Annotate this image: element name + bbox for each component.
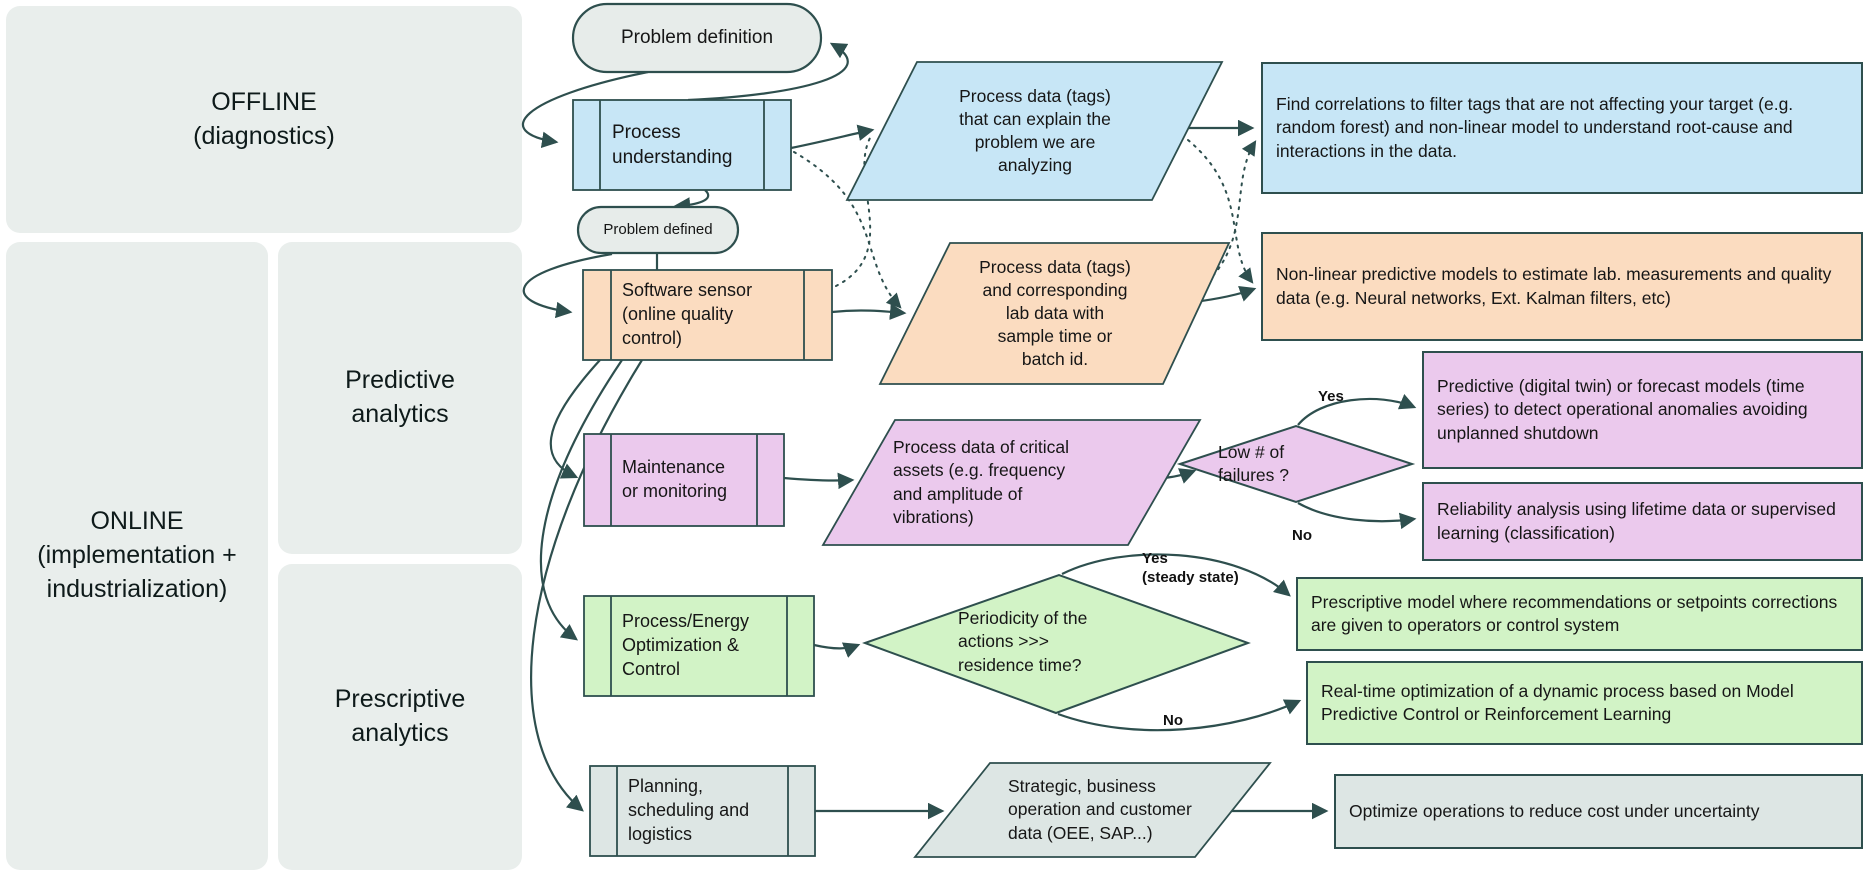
- blue-data-parallelogram: [845, 61, 1224, 201]
- blue-output-rect: [1261, 62, 1863, 194]
- green-no-output-rect: [1306, 661, 1863, 745]
- purple-data-parallelogram: [821, 419, 1202, 546]
- periodicity-no-label: No: [1163, 712, 1183, 729]
- failures-decision-label: Low # of failures ?: [1218, 441, 1290, 485]
- failures-yes-label: Yes: [1318, 388, 1344, 405]
- green-yes-output-rect: [1296, 577, 1863, 651]
- connector-problemdefined-to-softwaresensor: [522, 252, 613, 319]
- failures-decision-diamond: [1176, 424, 1416, 504]
- connector-problemdef-to-processunderstanding: [522, 70, 649, 148]
- connector-dotted-blue-data-to-orange-output: [1187, 139, 1254, 284]
- maintenance-shape: [583, 433, 785, 527]
- connector-maintenance-to-purple-data: [783, 472, 855, 490]
- panel-predictive-analytics: Predictive analytics: [278, 242, 522, 554]
- planning-shape: [589, 765, 816, 857]
- purple-yes-output-label: Predictive (digital twin) or forecast mo…: [1437, 376, 1808, 443]
- software-sensor-shape: [582, 269, 833, 361]
- periodicity-decision-diamond: [862, 573, 1251, 715]
- connector-failures-yes: [1297, 393, 1417, 426]
- blue-data-label: Process data (tags) that can explain the…: [959, 85, 1111, 176]
- orange-data-parallelogram: [878, 242, 1231, 385]
- gray-output-label: Optimize operations to reduce cost under…: [1349, 800, 1760, 821]
- purple-data-label: Process data of critical assets (e.g. fr…: [893, 437, 1070, 527]
- process-energy-label: Process/Energy Optimization & Control: [622, 611, 750, 679]
- problem-defined-label: Problem defined: [603, 221, 713, 239]
- connector-to-planning: [530, 359, 643, 812]
- connector-to-process-energy: [539, 359, 623, 641]
- connector-pe-to-periodicity-decision: [813, 642, 861, 658]
- connector-processunderstanding-to-problemdefined: [673, 189, 710, 214]
- process-understanding-shape: [572, 99, 792, 191]
- gray-data-parallelogram: [913, 762, 1272, 858]
- connector-dotted-ss-to-blue-data: [835, 137, 872, 287]
- gray-data-label: Strategic, business operation and custom…: [1008, 776, 1192, 843]
- connector-periodicity-no: [1057, 699, 1302, 732]
- connector-processunderstanding-to-problemdef: [687, 42, 849, 102]
- purple-yes-output-rect: [1422, 351, 1863, 469]
- orange-output-label: Non-linear predictive models to estimate…: [1276, 264, 1832, 308]
- periodicity-decision-label: Periodicity of the actions >>> residence…: [958, 608, 1088, 675]
- panel-online: ONLINE (implementation + industrializati…: [6, 242, 268, 870]
- connector-to-maintenance: [549, 359, 601, 479]
- panel-offline: OFFLINE (diagnostics): [6, 6, 522, 233]
- terminal-problem-defined: [576, 205, 740, 255]
- orange-output-rect: [1261, 232, 1863, 341]
- panel-prescriptive-analytics: Prescriptive analytics: [278, 564, 522, 870]
- process-shapes: [572, 99, 833, 857]
- connector-ss-to-orange-data: [831, 303, 907, 320]
- gray-output-rect: [1334, 774, 1863, 849]
- periodicity-yes-label: Yes (steady state): [1142, 550, 1239, 586]
- data-shapes: [821, 61, 1272, 858]
- purple-no-output-rect: [1422, 482, 1863, 561]
- connector-failures-no: [1297, 502, 1417, 530]
- green-yes-output-label: Prescriptive model where recommendations…: [1311, 591, 1838, 635]
- green-no-output-label: Real-time optimization of a dynamic proc…: [1321, 680, 1794, 724]
- software-sensor-label: Software sensor (online quality control): [622, 280, 753, 348]
- blue-output-label: Find correlations to filter tags that ar…: [1276, 94, 1794, 161]
- problem-definition-label: Problem definition: [620, 27, 774, 49]
- orange-data-label: Process data (tags) and corresponding la…: [979, 256, 1131, 370]
- failures-no-label: No: [1292, 527, 1312, 544]
- process-understanding-label: Process understanding: [612, 121, 733, 168]
- planning-label: Planning, scheduling and logistics: [628, 776, 750, 844]
- connector-pu-to-blue-data: [790, 124, 875, 150]
- maintenance-label: Maintenance or monitoring: [622, 457, 728, 501]
- output-shapes: [1261, 62, 1863, 849]
- terminal-problem-definition: [571, 2, 823, 74]
- purple-no-output-label: Reliability analysis using lifetime data…: [1437, 499, 1836, 543]
- process-energy-shape: [583, 595, 815, 697]
- connector-periodicity-yes: [1061, 553, 1291, 597]
